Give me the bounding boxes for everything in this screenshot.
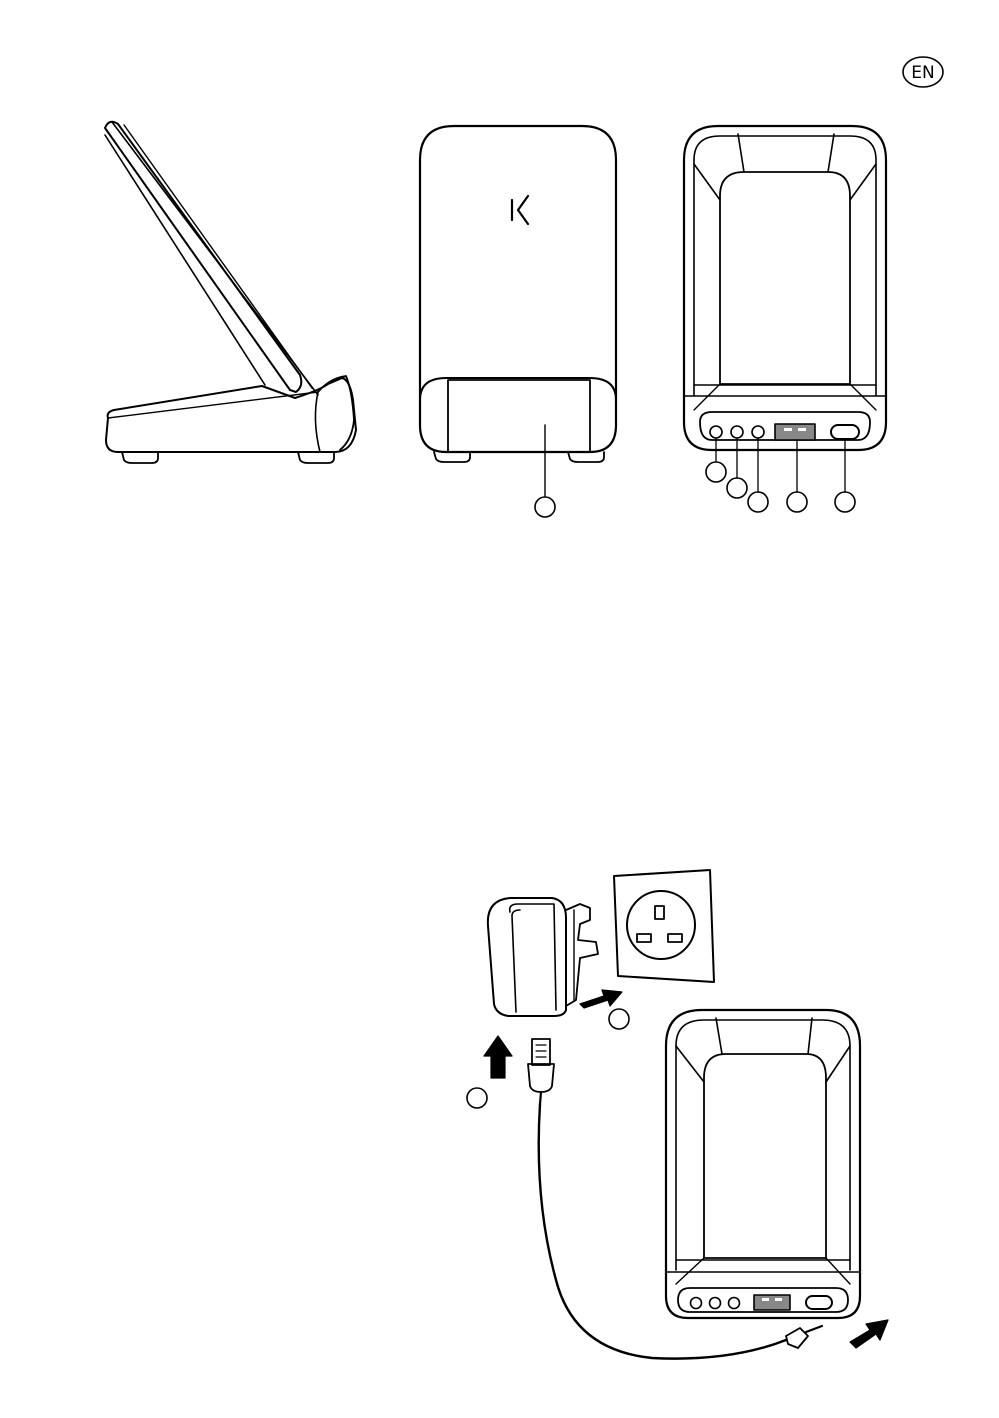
arrow-up-icon <box>484 1036 512 1078</box>
language-badge-label: EN <box>911 63 934 83</box>
led-indicator-3 <box>752 426 764 438</box>
led-indicator <box>729 1298 740 1309</box>
usb-a-port <box>775 424 815 440</box>
callout-led-2 <box>727 438 747 498</box>
usb-c-port <box>831 425 859 439</box>
led-indicator-1 <box>710 426 722 438</box>
arrow-right-icon <box>580 990 622 1008</box>
led-indicator <box>691 1298 702 1309</box>
stand-back-view <box>684 126 886 512</box>
usb-c-port <box>806 1296 832 1309</box>
uk-wall-socket <box>614 870 714 982</box>
stand-front-view <box>420 126 616 517</box>
led-indicator <box>710 1298 721 1309</box>
callout-step-2 <box>609 1009 629 1029</box>
brand-logo <box>512 196 528 224</box>
charging-stand-back <box>666 1010 860 1318</box>
usb-a-port <box>754 1295 790 1310</box>
callout-step-1 <box>467 1088 487 1108</box>
callout-circle <box>535 497 555 517</box>
wall-adapter <box>488 898 598 1016</box>
stand-side-view <box>105 122 356 463</box>
arrow-diagonal-icon <box>850 1320 888 1348</box>
callout-led-1 <box>706 438 726 482</box>
language-badge: EN <box>903 57 943 87</box>
led-indicator-2 <box>731 426 743 438</box>
